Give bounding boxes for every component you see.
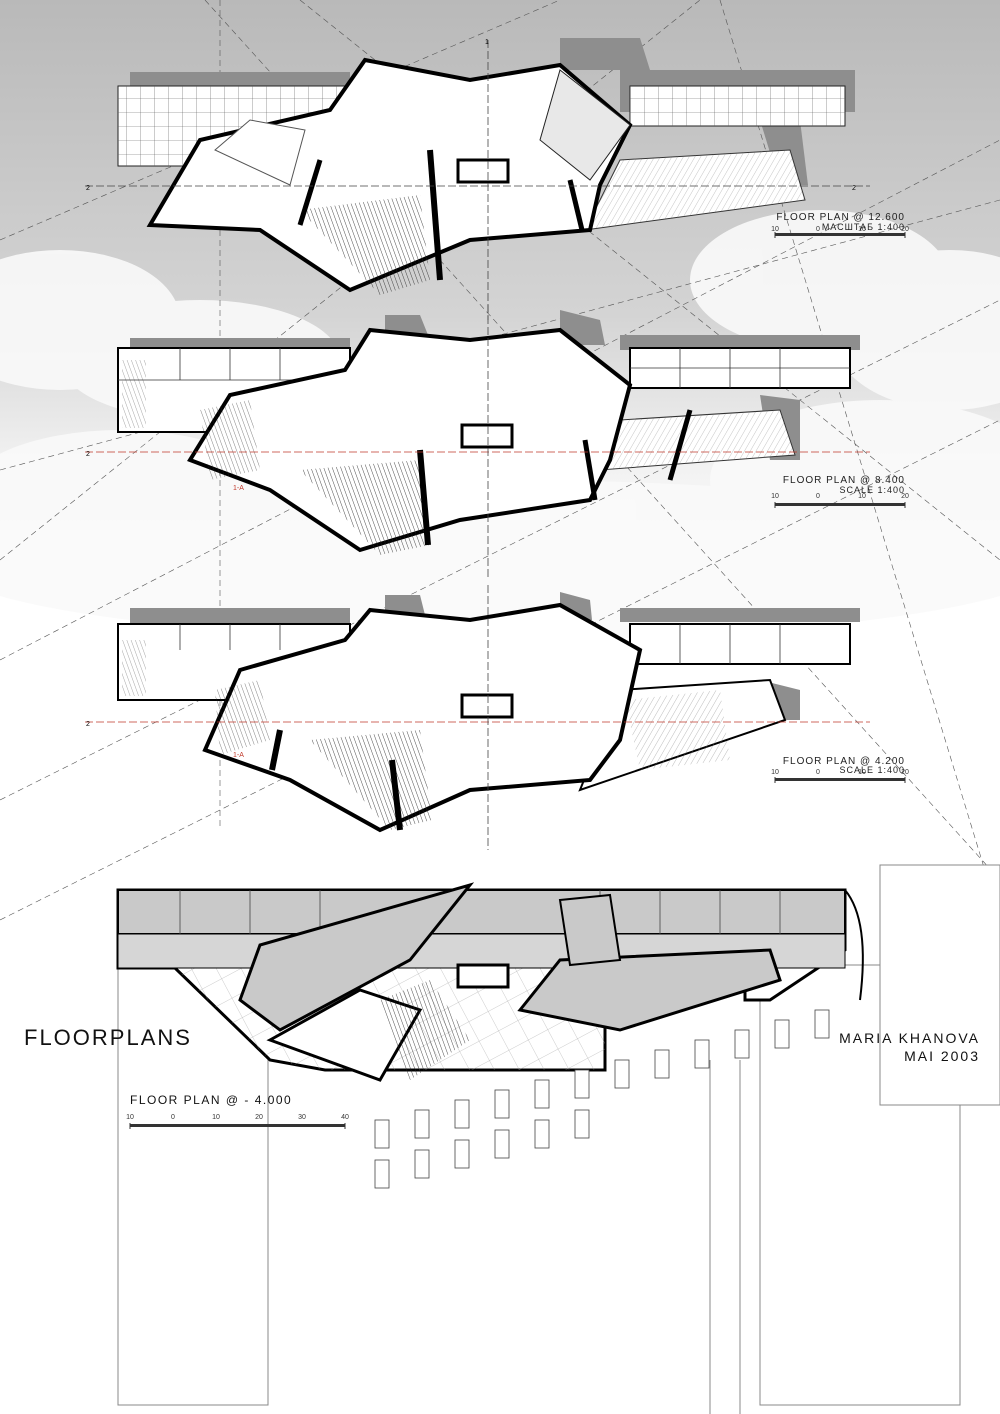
scale-bar-p1 bbox=[774, 232, 906, 238]
scale-tick: 20 bbox=[901, 493, 909, 500]
section-mark-1a-p2: 1-A bbox=[233, 485, 244, 492]
section-mark-1-top-p1: 1 bbox=[485, 39, 489, 46]
plan-title-4200: FLOOR PLAN @ 4.200 bbox=[782, 756, 905, 767]
floor-plan-minus-4000 bbox=[116, 864, 1000, 1414]
sheet-title: FLOORPLANS bbox=[24, 1025, 192, 1050]
plan-title-minus-4000: FLOOR PLAN @ - 4.000 bbox=[130, 1093, 293, 1107]
scale-tick: 30 bbox=[298, 1114, 306, 1121]
section-mark-2-left-p2: 2 bbox=[86, 451, 90, 458]
plan-scale-4200: SCALE 1:400 bbox=[839, 765, 905, 775]
scale-tick: 20 bbox=[901, 769, 909, 776]
plan-title-8400: FLOOR PLAN @ 8.400 bbox=[782, 475, 905, 486]
scale-bar-p2 bbox=[774, 502, 906, 508]
section-mark-2-left-p3: 2 bbox=[86, 721, 90, 728]
author-name: MARIA KHANOVA bbox=[839, 1030, 980, 1046]
scale-tick: 0 bbox=[816, 226, 820, 233]
floor-plan-12600 bbox=[85, 38, 870, 320]
scale-tick: 10 bbox=[771, 226, 779, 233]
scale-bar-p4 bbox=[129, 1123, 346, 1129]
scale-tick: 10 bbox=[212, 1114, 220, 1121]
floor-plan-8400 bbox=[85, 305, 870, 580]
scale-tick: 10 bbox=[771, 769, 779, 776]
scale-tick: 40 bbox=[341, 1114, 349, 1121]
scale-tick: 20 bbox=[255, 1114, 263, 1121]
plan-scale-8400: SCALE 1:400 bbox=[839, 485, 905, 495]
scale-tick: 20 bbox=[901, 226, 909, 233]
author-institution-date: MAI 2003 bbox=[904, 1048, 980, 1064]
floor-plan-4200 bbox=[85, 585, 870, 850]
scale-tick: 0 bbox=[816, 493, 820, 500]
section-mark-2-left-p1: 2 bbox=[86, 185, 90, 192]
scale-tick: 10 bbox=[858, 769, 866, 776]
scale-tick: 0 bbox=[171, 1114, 175, 1121]
plan-title-12600: FLOOR PLAN @ 12.600 bbox=[776, 212, 905, 223]
scale-tick: 10 bbox=[858, 493, 866, 500]
scale-tick: 10 bbox=[126, 1114, 134, 1121]
scale-bar-p3 bbox=[774, 777, 906, 783]
plan-scale-12600: МАСШТАБ 1:400 bbox=[821, 222, 905, 232]
section-mark-1a-p3: 1-A bbox=[233, 752, 244, 759]
scale-tick: 0 bbox=[816, 769, 820, 776]
scale-tick: 10 bbox=[858, 226, 866, 233]
section-mark-2-right-p1: 2 bbox=[852, 185, 856, 192]
scale-tick: 10 bbox=[771, 493, 779, 500]
